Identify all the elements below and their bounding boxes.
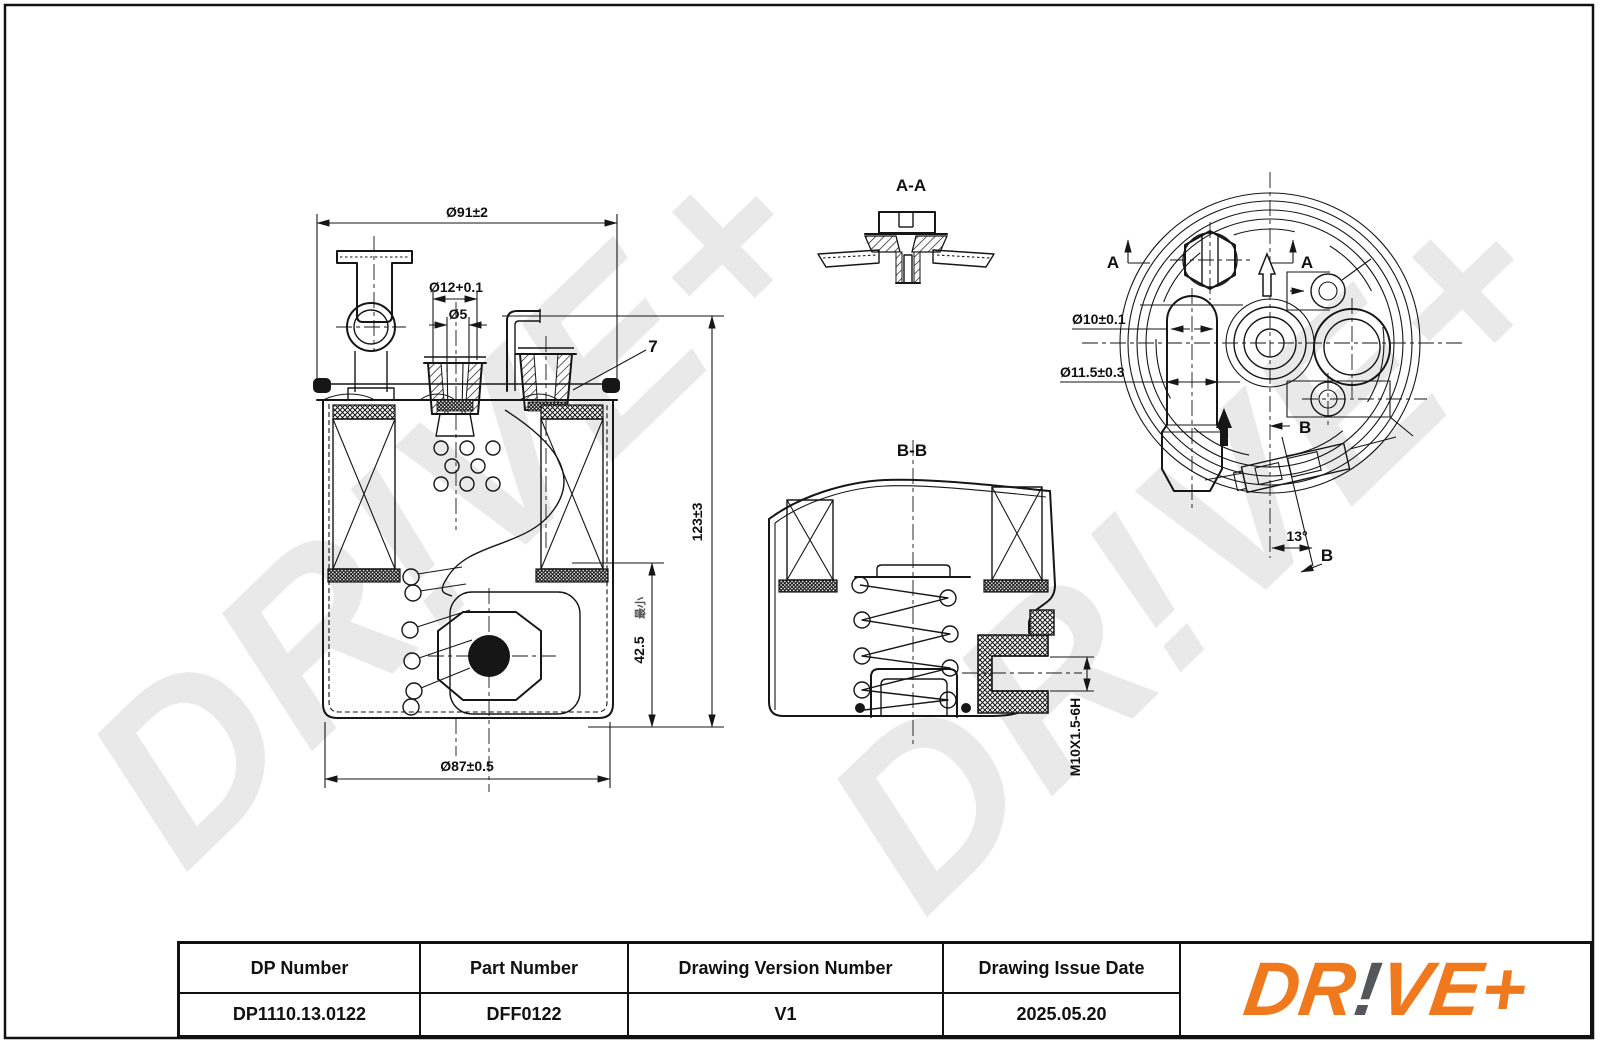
bottom-connector [1232, 442, 1351, 494]
header-issue-date: Drawing Issue Date [944, 944, 1181, 994]
top-view: Ø10±0.1 Ø11.5±0.3 A [1060, 172, 1462, 573]
dim-label-slot: Ø10±0.1 [1072, 311, 1126, 327]
front-spring [401, 566, 473, 716]
callout-7-label: 7 [648, 337, 657, 356]
dim-label-height: 123±3 [689, 502, 705, 541]
section-aa-view: A-A [817, 176, 995, 284]
section-mark-b-bottom: B [1321, 546, 1333, 565]
section-aa-label: A-A [896, 176, 926, 195]
logo-part-dr: DR [1239, 946, 1361, 1032]
driveplus-logo: DR!VE+ [1239, 947, 1532, 1032]
dim-note-minimum: 最小 [633, 597, 647, 619]
flow-arrow-solid [1216, 408, 1232, 446]
section-bb-view: B-B [768, 440, 1094, 777]
brand-logo: DR!VE+ [1181, 944, 1590, 1035]
dim-label-spring-height: 42.5 [631, 636, 647, 663]
dim-label-port-outer: Ø12+0.1 [429, 279, 483, 295]
title-block: DP Number Part Number Drawing Version Nu… [177, 941, 1593, 1038]
hole-pattern [433, 440, 501, 492]
dim-label-body-width: Ø87±0.5 [440, 758, 494, 774]
dim-label-angle: 13° [1286, 528, 1307, 544]
value-dp-number: DP1110.13.0122 [180, 994, 421, 1035]
section-bb-label: B-B [897, 441, 927, 460]
header-dp-number: DP Number [180, 944, 421, 994]
logo-part-ve: VE+ [1374, 946, 1532, 1032]
front-view: Ø91±2 Ø12+0.1 Ø5 [313, 204, 724, 792]
header-part-number: Part Number [421, 944, 629, 994]
value-part-number: DFF0122 [421, 994, 629, 1035]
watermarks: DR!VE+ DR!VE+ [36, 102, 1600, 956]
dim-label-total-width: Ø91±2 [446, 204, 488, 220]
section-mark-b-top: B [1299, 418, 1311, 437]
section-mark-a-right: A [1301, 253, 1313, 272]
page-frame [3, 3, 1595, 1040]
thread-spec-label: M10X1.5-6H [1067, 698, 1083, 777]
bb-spring [851, 576, 959, 711]
dim-label-slot-lower: Ø11.5±0.3 [1060, 364, 1125, 380]
value-issue-date: 2025.05.20 [944, 994, 1181, 1035]
section-mark-a-left: A [1107, 253, 1119, 272]
header-drawing-version: Drawing Version Number [629, 944, 944, 994]
value-drawing-version: V1 [629, 994, 944, 1035]
dim-label-port-inner: Ø5 [449, 306, 468, 322]
flow-arrow-outline [1257, 251, 1277, 297]
